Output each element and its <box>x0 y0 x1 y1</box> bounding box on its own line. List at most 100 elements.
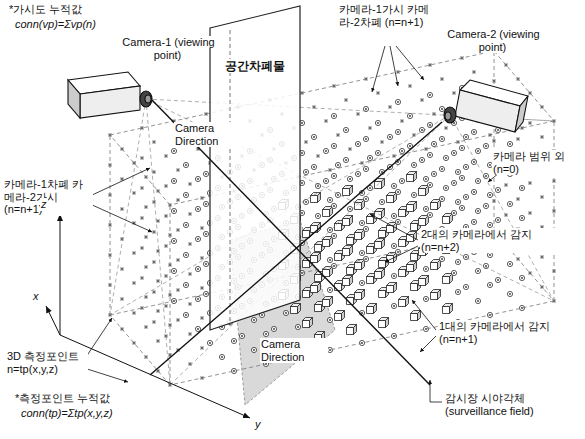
detected-cube <box>411 284 418 291</box>
measurement-point <box>487 222 492 227</box>
measurement-point-center <box>453 182 455 184</box>
measurement-point-center <box>305 171 307 173</box>
measurement-point <box>347 176 352 181</box>
measurement-point <box>195 176 200 181</box>
outside-point <box>176 318 180 322</box>
detected-cube <box>347 238 354 245</box>
measurement-point <box>507 291 512 296</box>
measurement-point <box>363 166 368 171</box>
measurement-point <box>315 213 320 218</box>
measurement-point-center <box>349 208 351 210</box>
outside-point <box>200 346 204 350</box>
outside-point <box>152 290 156 294</box>
outside-point <box>152 140 156 144</box>
camera-2-symbol <box>444 80 528 132</box>
measurement-point-center <box>349 178 351 180</box>
measurement-point-center <box>233 370 235 372</box>
outside-point <box>200 226 204 230</box>
measurement-point <box>519 275 524 280</box>
detected-cube-side <box>386 318 389 328</box>
measurement-point-center <box>409 145 411 147</box>
measurement-point <box>303 199 308 204</box>
measurement-point-center <box>253 319 255 321</box>
outside-point <box>176 198 180 202</box>
measurement-point <box>395 189 400 194</box>
measurement-point <box>327 287 332 292</box>
outside-point <box>156 219 160 223</box>
outside-point <box>164 274 168 278</box>
detected-cube <box>431 263 438 270</box>
measurement-point <box>483 263 488 268</box>
detected-cube <box>367 307 374 314</box>
measurement-point <box>303 169 308 174</box>
measurement-point-center <box>461 177 463 179</box>
measurement-point-center <box>473 191 475 193</box>
detected-cube <box>355 293 362 300</box>
detected-cube <box>323 210 330 217</box>
measurement-point-center <box>369 187 371 189</box>
measurement-point <box>423 296 428 301</box>
detected-cube <box>343 249 350 256</box>
measurement-point <box>391 273 396 278</box>
measurement-point-center <box>489 254 491 256</box>
measurement-point-center <box>361 252 363 254</box>
measurement-point <box>311 134 316 139</box>
measurement-point <box>375 120 380 125</box>
node-text: Camera-1 (viewing point) <box>121 36 214 61</box>
outside-point <box>376 91 380 95</box>
outside-point <box>120 297 124 301</box>
outside-point <box>164 214 168 218</box>
measurement-point <box>487 192 492 197</box>
measurement-point-center <box>445 187 447 189</box>
detected-cube <box>343 279 350 286</box>
node-text: Camera-2 (viewing point) <box>446 28 539 53</box>
measurement-point-center <box>221 356 223 358</box>
detected-cube-side <box>414 172 417 182</box>
measurement-point-center <box>453 152 455 154</box>
measurement-point-center <box>465 286 467 288</box>
measurement-point-center <box>509 293 511 295</box>
measurement-point <box>391 243 396 248</box>
outside-point <box>144 235 148 239</box>
measurement-point-center <box>485 265 487 267</box>
measurement-point-center <box>489 224 491 226</box>
measurement-point <box>519 215 524 220</box>
measurement-point-center <box>317 215 319 217</box>
outside-point <box>152 170 156 174</box>
outside-point <box>408 84 412 88</box>
measurement-point <box>347 206 352 211</box>
measurement-point-center <box>261 314 263 316</box>
outside-point <box>132 251 136 255</box>
measurement-point-center <box>253 349 255 351</box>
measurement-point-center <box>441 168 443 170</box>
measurement-point-center <box>453 272 455 274</box>
measurement-point-center <box>345 159 347 161</box>
measurement-point-center <box>425 268 427 270</box>
detected-cube <box>315 305 322 312</box>
measurement-point <box>171 268 176 273</box>
axes <box>46 214 250 418</box>
measurement-point <box>359 220 364 225</box>
detected-cube <box>379 261 386 268</box>
measurement-point-center <box>197 268 199 270</box>
measurement-point-center <box>473 161 475 163</box>
detected-cube-side <box>426 276 429 286</box>
measurement-point-center <box>325 150 327 152</box>
outside-point <box>156 309 160 313</box>
measurement-point <box>335 162 340 167</box>
measurement-point-center <box>473 131 475 133</box>
measurement-point-center <box>521 217 523 219</box>
measurement-point-center <box>521 187 523 189</box>
detected-cube <box>399 270 406 277</box>
measurement-point <box>423 206 428 211</box>
measurement-point-center <box>421 159 423 161</box>
detected-cube-side <box>298 304 301 314</box>
measurement-point-center <box>185 224 187 226</box>
axis-label: x <box>32 290 40 303</box>
measurement-point <box>367 155 372 160</box>
measurement-point <box>439 136 444 141</box>
measurement-point-center <box>333 145 335 147</box>
view-cone-edge <box>146 99 554 301</box>
measurement-point <box>475 298 480 303</box>
measurement-point-center <box>333 235 335 237</box>
